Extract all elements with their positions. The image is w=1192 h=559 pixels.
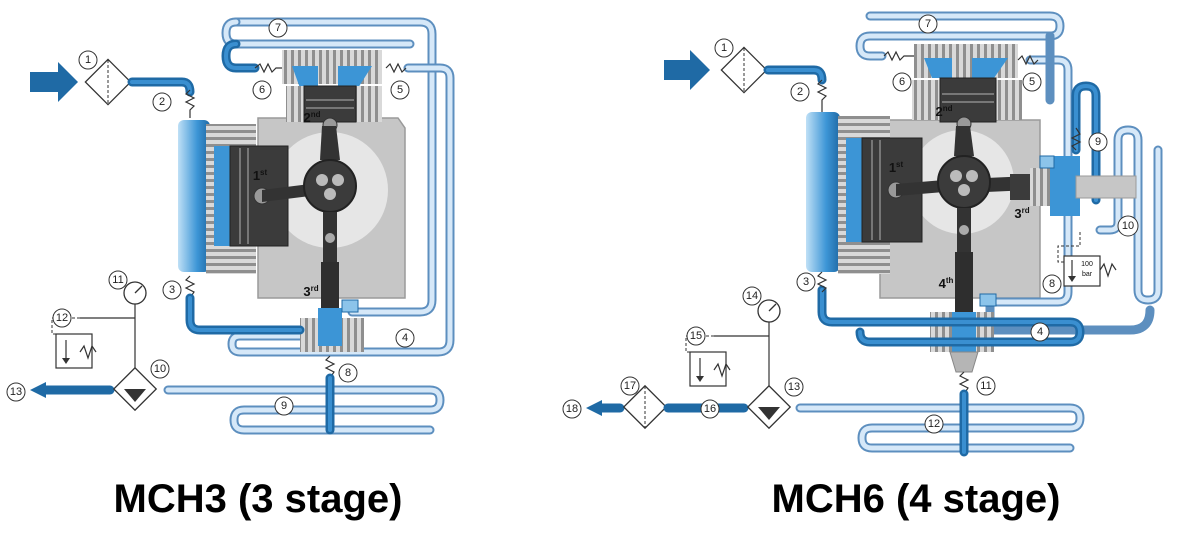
callout: 2 — [152, 92, 172, 112]
svg-text:10: 10 — [1122, 220, 1134, 232]
svg-text:10: 10 — [154, 363, 166, 375]
callout: 2 — [790, 82, 810, 102]
callout: 7 — [918, 14, 938, 34]
svg-text:2: 2 — [159, 96, 165, 108]
callout: 1 — [78, 50, 98, 70]
svg-text:13: 13 — [10, 386, 22, 398]
svg-text:16: 16 — [704, 403, 716, 415]
svg-text:12: 12 — [56, 312, 68, 324]
svg-text:5: 5 — [1029, 76, 1035, 88]
svg-text:13: 13 — [788, 381, 800, 393]
title-mch6: MCH6 (4 stage) — [772, 477, 1061, 521]
svg-text:8: 8 — [345, 367, 351, 379]
relief-label-top: 100 — [1081, 261, 1093, 268]
svg-text:8: 8 — [1049, 278, 1055, 290]
svg-text:3: 3 — [169, 284, 175, 296]
svg-text:5: 5 — [397, 84, 403, 96]
stage-label-1st: 1st — [253, 168, 268, 183]
callout: 12 — [52, 308, 72, 328]
stage-label-3rd: 3rd — [303, 284, 318, 299]
callout: 10 — [1117, 215, 1139, 237]
callout: 15 — [686, 326, 706, 346]
piston-2nd — [303, 85, 357, 123]
valve-6 — [254, 62, 282, 74]
svg-text:9: 9 — [281, 400, 287, 412]
crank-hub — [303, 159, 357, 213]
callout: 3 — [162, 280, 182, 300]
svg-text:6: 6 — [899, 76, 905, 88]
svg-text:11: 11 — [980, 380, 991, 392]
callout: 14 — [742, 286, 762, 306]
callout: 11 — [108, 270, 128, 290]
callout: 8 — [1042, 274, 1062, 294]
callout: 8 — [338, 363, 358, 383]
svg-text:17: 17 — [624, 380, 636, 392]
mch3-callouts: 1 2 3 4 5 6 7 8 9 10 11 12 13 — [6, 18, 415, 416]
svg-text:11: 11 — [112, 274, 123, 286]
callout: 4 — [1030, 322, 1050, 342]
callout: 3 — [796, 272, 816, 292]
callout: 4 — [395, 328, 415, 348]
svg-text:12: 12 — [928, 418, 940, 430]
svg-text:9: 9 — [1095, 136, 1101, 148]
svg-text:4: 4 — [1037, 326, 1043, 338]
callout: 9 — [1088, 132, 1108, 152]
valve-3 — [184, 275, 196, 299]
callout: 9 — [274, 396, 294, 416]
callout: 5 — [1022, 72, 1042, 92]
mch6-callouts: 1 2 3 4 5 6 7 8 9 10 11 12 13 14 15 16 1… — [562, 14, 1139, 434]
mch6-diagram: 100 bar — [586, 11, 1163, 457]
callout: 12 — [924, 414, 944, 434]
callout: 13 — [784, 377, 804, 397]
callout: 6 — [252, 80, 272, 100]
callout: 5 — [390, 80, 410, 100]
stage-label-4th: 4th — [939, 276, 954, 291]
stage-label-3rd: 3rd — [1014, 206, 1029, 221]
svg-text:6: 6 — [259, 84, 265, 96]
svg-text:1: 1 — [721, 42, 727, 54]
callout: 11 — [976, 376, 996, 396]
svg-text:18: 18 — [566, 403, 578, 415]
valve-8 — [324, 355, 336, 379]
relief-valve-12 — [55, 333, 93, 369]
callout: 16 — [700, 399, 720, 419]
callout: 6 — [892, 72, 912, 92]
svg-text:15: 15 — [690, 330, 702, 342]
svg-text:2: 2 — [797, 86, 803, 98]
relief-label-bottom: bar — [1082, 271, 1093, 278]
svg-text:14: 14 — [746, 290, 758, 302]
stage-label-2nd: 2nd — [303, 110, 320, 125]
valve-2 — [184, 89, 196, 118]
svg-text:3: 3 — [803, 276, 809, 288]
callout: 1 — [714, 38, 734, 58]
inlet-arrow — [30, 62, 78, 102]
stage-label-2nd: 2nd — [935, 104, 952, 119]
title-mch3: MCH3 (3 stage) — [114, 477, 403, 521]
mch3-diagram — [30, 17, 455, 435]
callout: 17 — [620, 376, 640, 396]
valve-5 — [385, 62, 407, 74]
svg-text:7: 7 — [275, 22, 281, 34]
svg-text:7: 7 — [925, 18, 931, 30]
svg-text:1: 1 — [85, 54, 91, 66]
stage-label-1st: 1st — [889, 160, 904, 175]
callout: 18 — [562, 399, 582, 419]
callout: 10 — [150, 359, 170, 379]
svg-text:4: 4 — [402, 332, 408, 344]
callout: 7 — [268, 18, 288, 38]
head-1st — [178, 120, 210, 272]
callout: 13 — [6, 382, 26, 402]
